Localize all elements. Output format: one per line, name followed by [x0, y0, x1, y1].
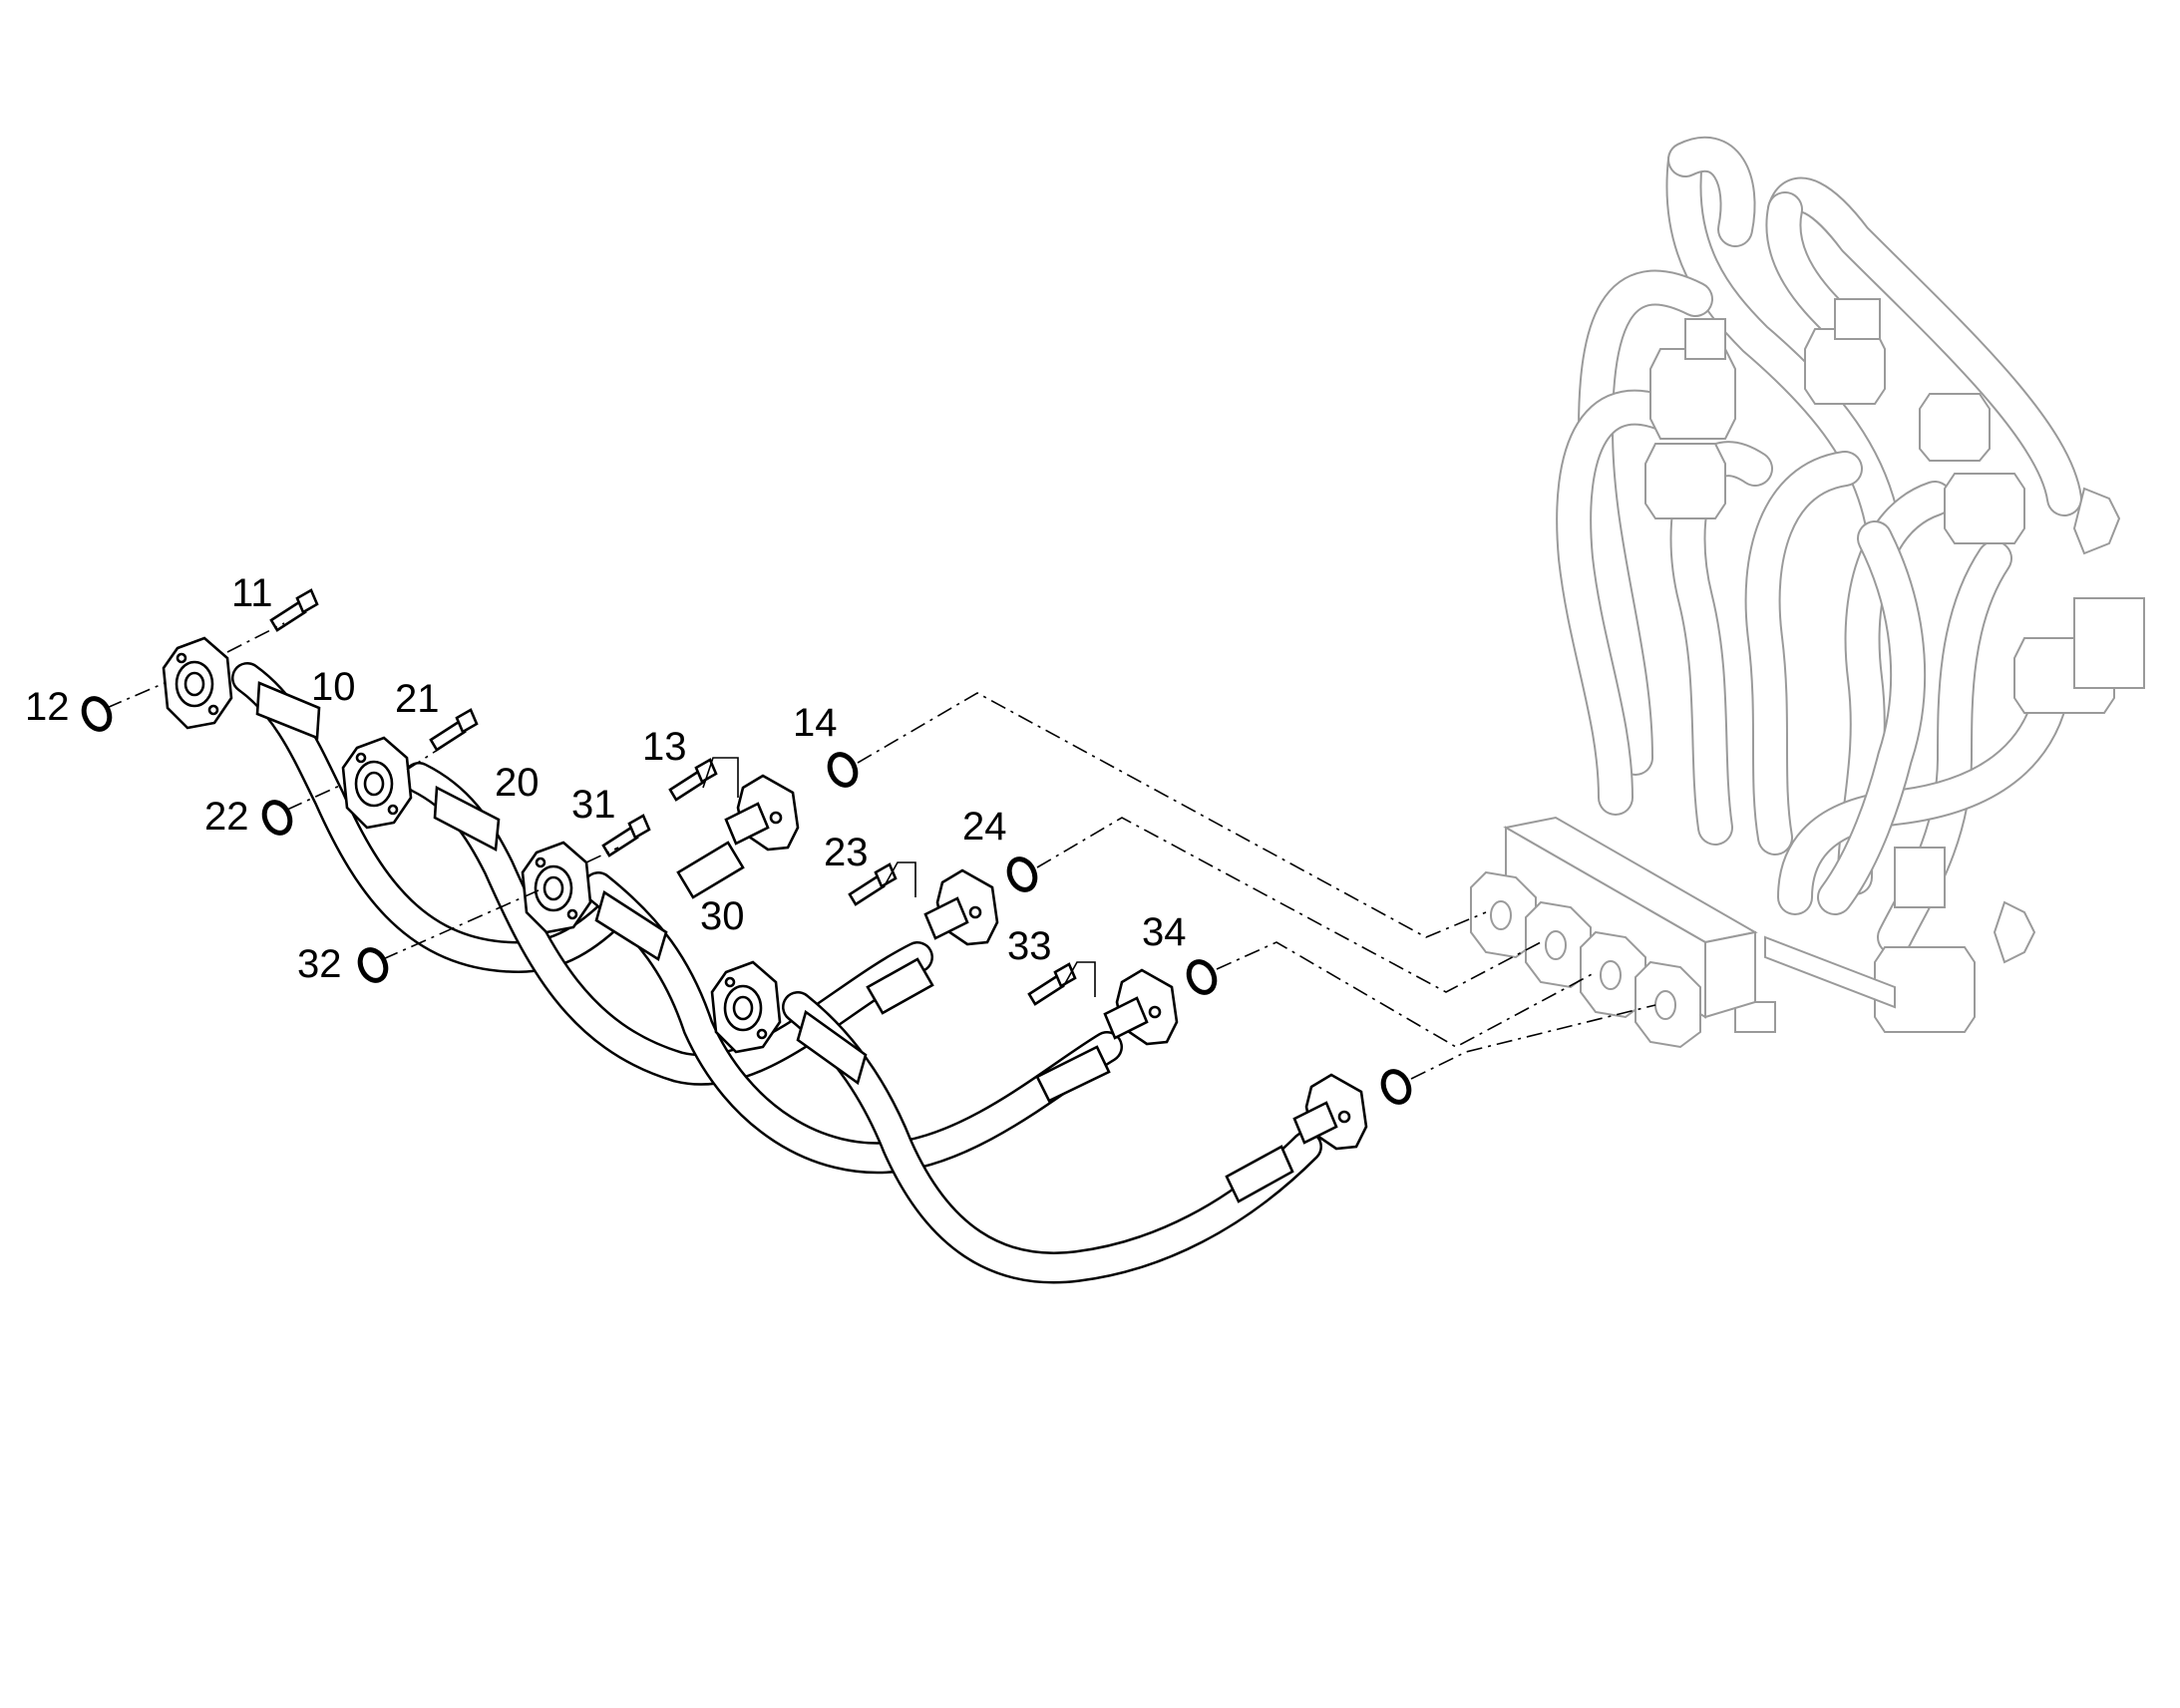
o-ring-22 — [261, 800, 293, 836]
callout-20: 20 — [495, 761, 540, 805]
flange-hose-20-left — [341, 736, 413, 830]
o-ring-12 — [81, 696, 113, 732]
background-hoses — [1556, 136, 2082, 955]
manifold-port-flanges — [1470, 870, 1701, 1049]
callout-14: 14 — [793, 701, 838, 745]
o-ring-14 — [827, 752, 859, 788]
bolt-31 — [601, 814, 651, 857]
callout-10: 10 — [311, 665, 356, 709]
o-ring-44 — [1380, 1069, 1412, 1105]
hose-10 — [231, 662, 634, 973]
background-fittings — [1644, 298, 2145, 1033]
callout-34: 34 — [1142, 910, 1187, 954]
callout-13: 13 — [642, 725, 687, 769]
bolt-11 — [269, 588, 319, 632]
callout-22: 22 — [204, 795, 249, 839]
bolt-33 — [1027, 962, 1077, 1006]
callout-24: 24 — [962, 805, 1007, 849]
assembly-lines — [106, 622, 1656, 1080]
callout-21: 21 — [395, 677, 440, 721]
hose-30 — [582, 871, 1123, 1175]
hose-crimp-sleeves — [255, 681, 1294, 1203]
callout-33: 33 — [1007, 924, 1052, 968]
o-ring-24 — [1006, 856, 1038, 892]
o-ring-34 — [1186, 959, 1218, 995]
callout-30: 30 — [700, 894, 745, 938]
flange-hose-20-right — [923, 868, 999, 946]
flange-hose-10-right — [724, 774, 800, 852]
callout-31: 31 — [571, 783, 616, 827]
flange-hose-40-right — [1292, 1073, 1368, 1151]
o-ring-32 — [357, 947, 389, 983]
flange-hose-30-right — [1103, 968, 1179, 1046]
hose-40 — [782, 991, 1322, 1284]
flange-hose-10-left — [162, 636, 233, 730]
flange-hose-30-left — [521, 841, 592, 934]
callout-12: 12 — [25, 685, 70, 729]
bolt-21 — [429, 708, 479, 752]
leader-lines — [702, 757, 1096, 997]
background-valve-assembly — [1470, 136, 2145, 1049]
callout-23: 23 — [824, 831, 869, 874]
callout-11: 11 — [231, 571, 273, 615]
callout-labels: 11 12 10 21 22 20 13 14 31 32 23 24 30 3… — [25, 571, 1187, 986]
flange-hose-40-left — [710, 960, 782, 1054]
callout-32: 32 — [297, 942, 342, 986]
